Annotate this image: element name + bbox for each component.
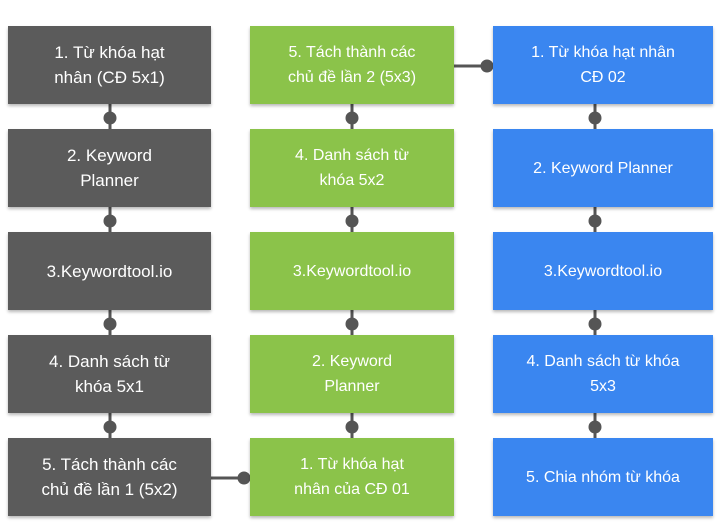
step-box-col1-3: 3.Keywordtool.io (8, 232, 211, 310)
step-label: 3.Keywordtool.io (292, 262, 412, 280)
step-label: 3.Keywordtool.io (46, 261, 173, 281)
connector-dot (345, 317, 359, 331)
connector-dot (588, 111, 602, 125)
connector-dot (345, 111, 359, 125)
step-box-col2-1: 5. Tách thành các chủ đề lần 2 (5x3) (250, 26, 454, 104)
step-box-col1-4: 4. Danh sách từ khóa 5x1 (8, 335, 211, 413)
connector-dot (480, 59, 494, 73)
connector-dot (103, 420, 117, 434)
connector-dot (345, 214, 359, 228)
step-box-col1-2: 2. Keyword Planner (8, 129, 211, 207)
step-box-col2-4: 2. Keyword Planner (250, 335, 454, 413)
step-label: 5. Tách thành các chủ đề lần 2 (5x3) (287, 44, 417, 86)
step-box-col2-5: 1. Từ khóa hạt nhân của CĐ 01 (250, 438, 454, 516)
step-label: 4. Danh sách từ khóa 5x2 (295, 147, 409, 189)
step-box-col3-4: 4. Danh sách từ khóa 5x3 (493, 335, 713, 413)
step-label: 2. Keyword Planner (66, 146, 153, 190)
step-label: 5. Tách thành các chủ đề lần 1 (5x2) (41, 455, 178, 499)
connector-dot (237, 471, 251, 485)
connector-dot (103, 317, 117, 331)
step-box-col2-2: 4. Danh sách từ khóa 5x2 (250, 129, 454, 207)
step-box-col1-1: 1. Từ khóa hạt nhân (CĐ 5x1) (8, 26, 211, 104)
connector-dot (588, 214, 602, 228)
step-box-col1-5: 5. Tách thành các chủ đề lần 1 (5x2) (8, 438, 211, 516)
step-box-col3-1: 1. Từ khóa hạt nhân CĐ 02 (493, 26, 713, 104)
connector-dot (588, 317, 602, 331)
step-label: 1. Từ khóa hạt nhân của CĐ 01 (294, 456, 410, 498)
step-box-col3-2: 2. Keyword Planner (493, 129, 713, 207)
step-label: 3.Keywordtool.io (543, 262, 663, 280)
step-label: 2. Keyword Planner (311, 353, 393, 395)
step-label: 5. Chia nhóm từ khóa (526, 468, 680, 486)
step-label: 1. Từ khóa hạt nhân (CĐ 5x1) (54, 43, 165, 87)
step-label: 4. Danh sách từ khóa 5x1 (48, 352, 170, 396)
step-label: 2. Keyword Planner (533, 159, 673, 177)
connector-dot (103, 214, 117, 228)
step-label: 1. Từ khóa hạt nhân CĐ 02 (531, 44, 675, 86)
step-box-col3-3: 3.Keywordtool.io (493, 232, 713, 310)
step-label: 4. Danh sách từ khóa 5x3 (526, 353, 680, 395)
step-box-col3-5: 5. Chia nhóm từ khóa (493, 438, 713, 516)
connector-dot (588, 420, 602, 434)
step-box-col2-3: 3.Keywordtool.io (250, 232, 454, 310)
connector-dot (345, 420, 359, 434)
connector-dot (103, 111, 117, 125)
